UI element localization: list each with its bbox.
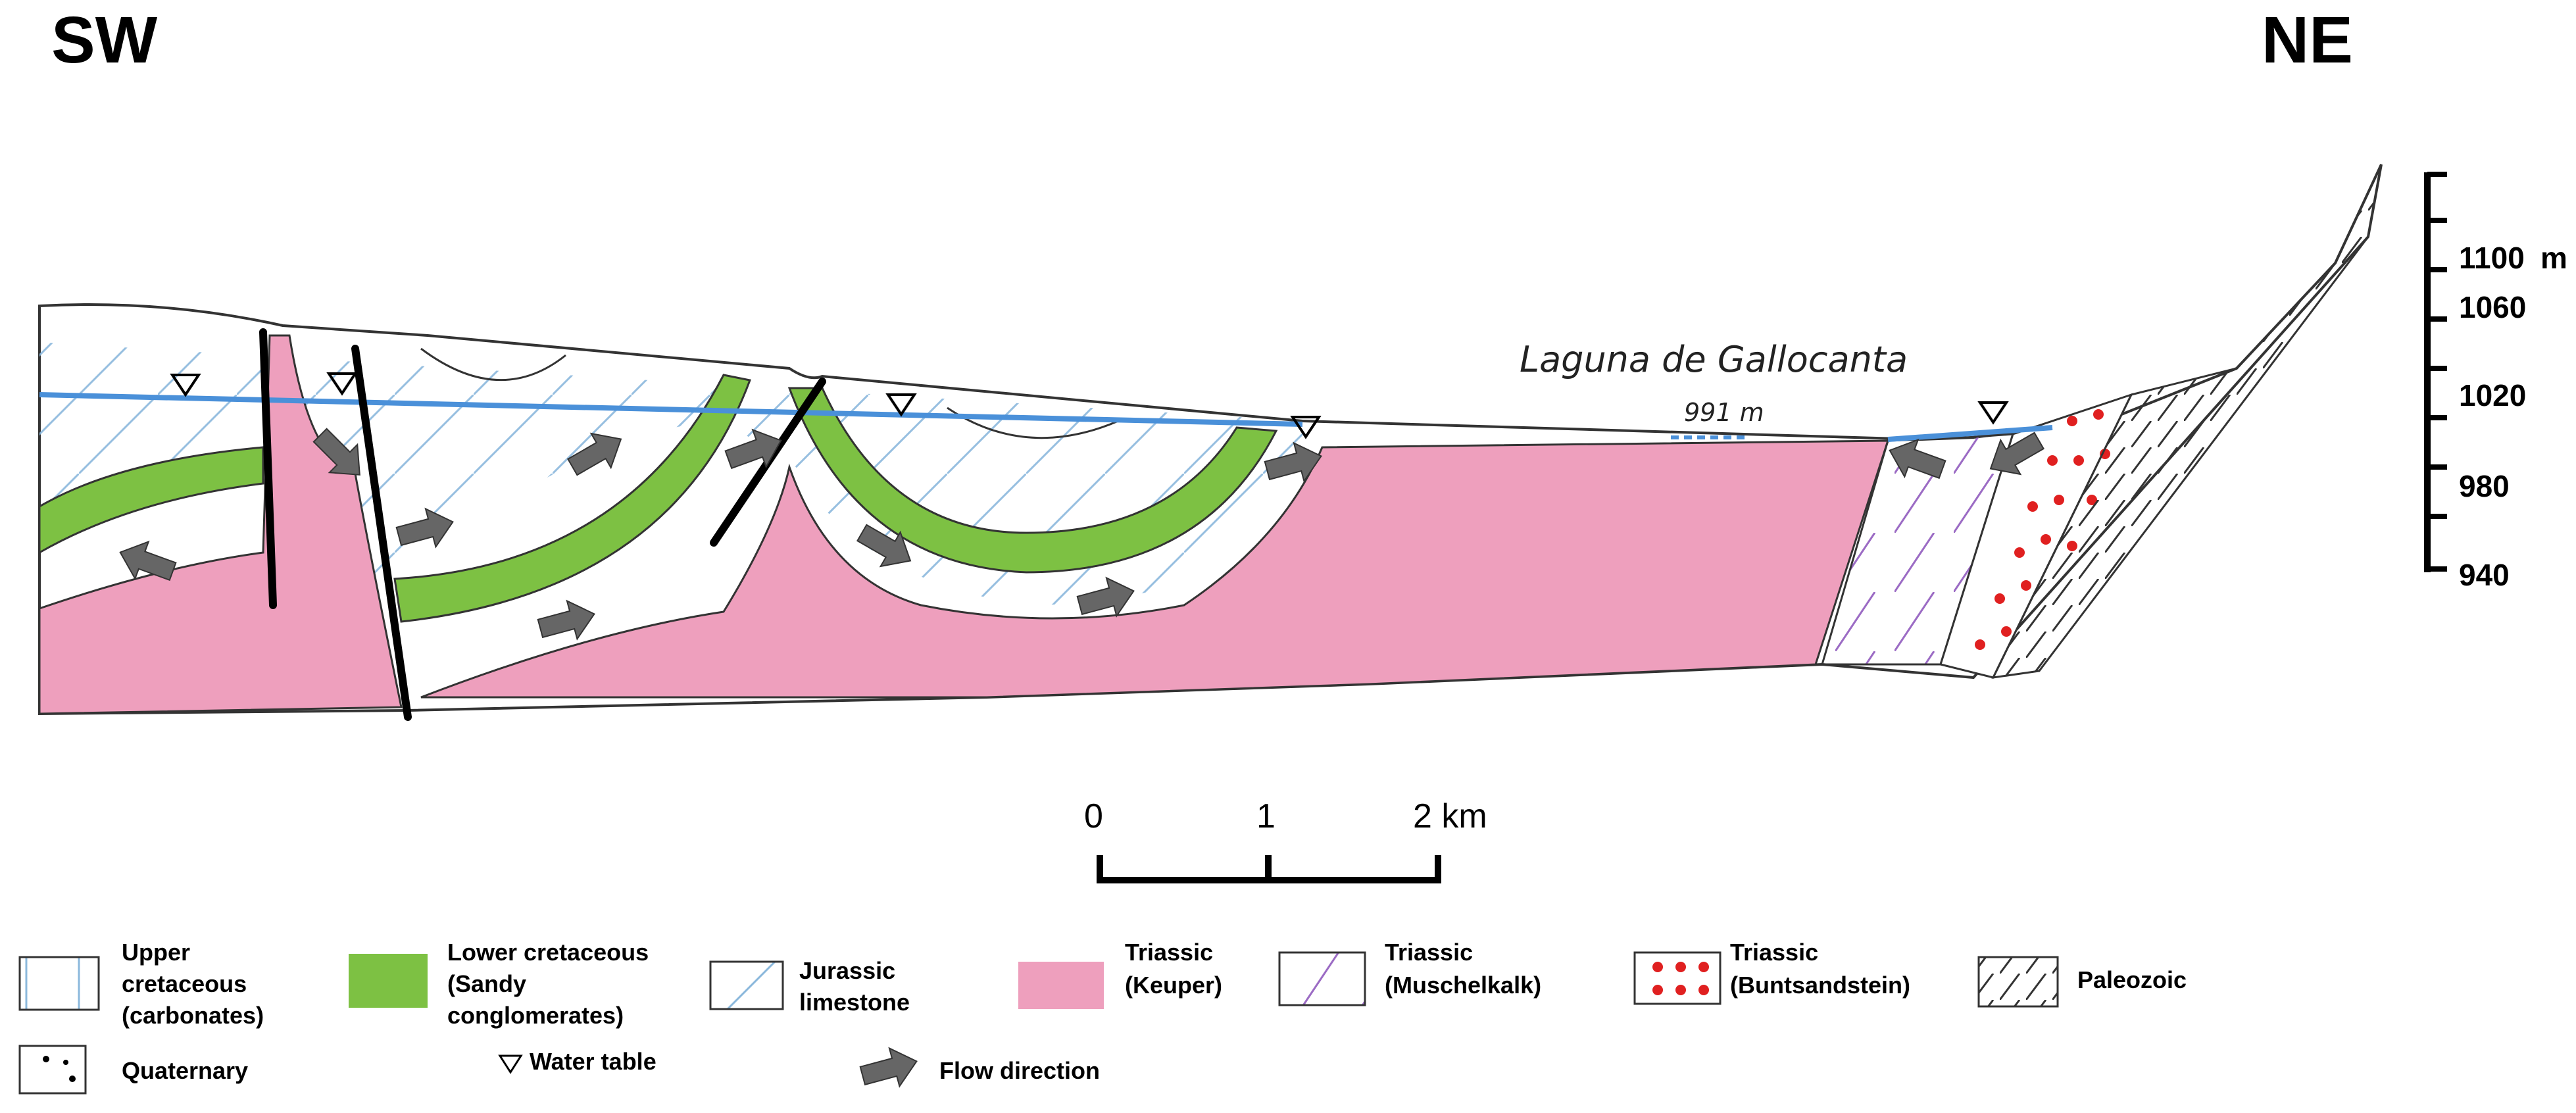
orientation-sw-label: SW [51, 3, 158, 77]
legend: Upper cretaceous (carbonates) Lower cret… [18, 939, 2187, 1095]
upper-cretaceous-syncline-left [420, 347, 566, 382]
paleozoic-area [1991, 164, 2383, 679]
legend-label-flow-direction: Flow direction [939, 1057, 1100, 1084]
legend-swatch-keuper [1018, 962, 1104, 1009]
legend-label-lower-cretaceous-1: Lower cretaceous [447, 939, 649, 966]
water-table-markers [170, 372, 2009, 439]
legend-swatch-upper-cretaceous [18, 956, 100, 1011]
legend-label-lower-cretaceous-2: (Sandy [447, 970, 526, 997]
water-table-line [39, 392, 2053, 442]
lower-cretaceous-band-center [393, 374, 752, 623]
legend-label-water-table: Water table [530, 1048, 656, 1075]
legend-flow-arrow-icon [859, 1047, 918, 1088]
elevation-unit: m [2540, 241, 2567, 275]
legend-label-upper-cretaceous-1: Upper [122, 939, 190, 966]
scale-label-0: 0 [1084, 797, 1103, 835]
elevation-tick-1060: 1060 [2459, 290, 2526, 324]
lower-cretaceous-band-left [38, 446, 264, 555]
flow-arrows [119, 428, 2045, 641]
legend-buntsandstein-dots [1652, 962, 1709, 995]
legend-label-jurassic-1: Jurassic [799, 957, 895, 984]
legend-swatch-lower-cretaceous [349, 954, 428, 1008]
orientation-ne-label: NE [2262, 3, 2353, 77]
scale-label-2km: 2 km [1413, 797, 1487, 835]
legend-label-jurassic-2: limestone [799, 989, 910, 1016]
upper-cretaceous-syncline-right [947, 407, 1119, 439]
elevation-tick-1100: 1100 [2459, 241, 2525, 275]
scale-label-1: 1 [1256, 797, 1276, 835]
lower-cretaceous-band-right [787, 387, 1278, 574]
lake-name-label: Laguna de Gallocanta [1520, 339, 1908, 380]
elevation-tick-980: 980 [2459, 469, 2510, 503]
section-body [38, 164, 2383, 721]
legend-swatch-quaternary [18, 1045, 87, 1095]
lake-elevation-label: 991 m [1684, 398, 1764, 427]
legend-swatch-jurassic [709, 960, 784, 1010]
elevation-tick-940: 940 [2459, 558, 2510, 592]
scale-bar: 0 1 2 km [1084, 797, 1487, 883]
legend-water-table-icon [498, 1054, 523, 1074]
legend-label-buntsandstein-1: Triassic [1730, 939, 1818, 966]
legend-label-keuper-1: Triassic [1125, 939, 1213, 966]
legend-swatch-buntsandstein [1633, 951, 1721, 1005]
legend-label-upper-cretaceous-2: cretaceous [122, 970, 247, 997]
legend-label-paleozoic: Paleozoic [2077, 966, 2187, 993]
elevation-tick-1020: 1020 [2459, 378, 2526, 412]
legend-label-lower-cretaceous-3: conglomerates) [447, 1002, 624, 1029]
legend-label-muschelkalk-1: Triassic [1385, 939, 1473, 966]
legend-quaternary-dots [43, 1056, 76, 1082]
legend-swatch-paleozoic [1977, 956, 2059, 1008]
keuper-area-main [420, 439, 1890, 699]
legend-label-keuper-2: (Keuper) [1125, 972, 1222, 999]
elevation-axis: 1100 m 1060 1020 980 940 [2424, 172, 2567, 592]
legend-label-upper-cretaceous-3: (carbonates) [122, 1002, 264, 1029]
legend-label-quaternary: Quaternary [122, 1057, 248, 1084]
legend-label-buntsandstein-2: (Buntsandstein) [1730, 972, 1910, 999]
legend-swatch-muschelkalk [1278, 951, 1366, 1006]
legend-label-muschelkalk-2: (Muschelkalk) [1385, 972, 1541, 999]
